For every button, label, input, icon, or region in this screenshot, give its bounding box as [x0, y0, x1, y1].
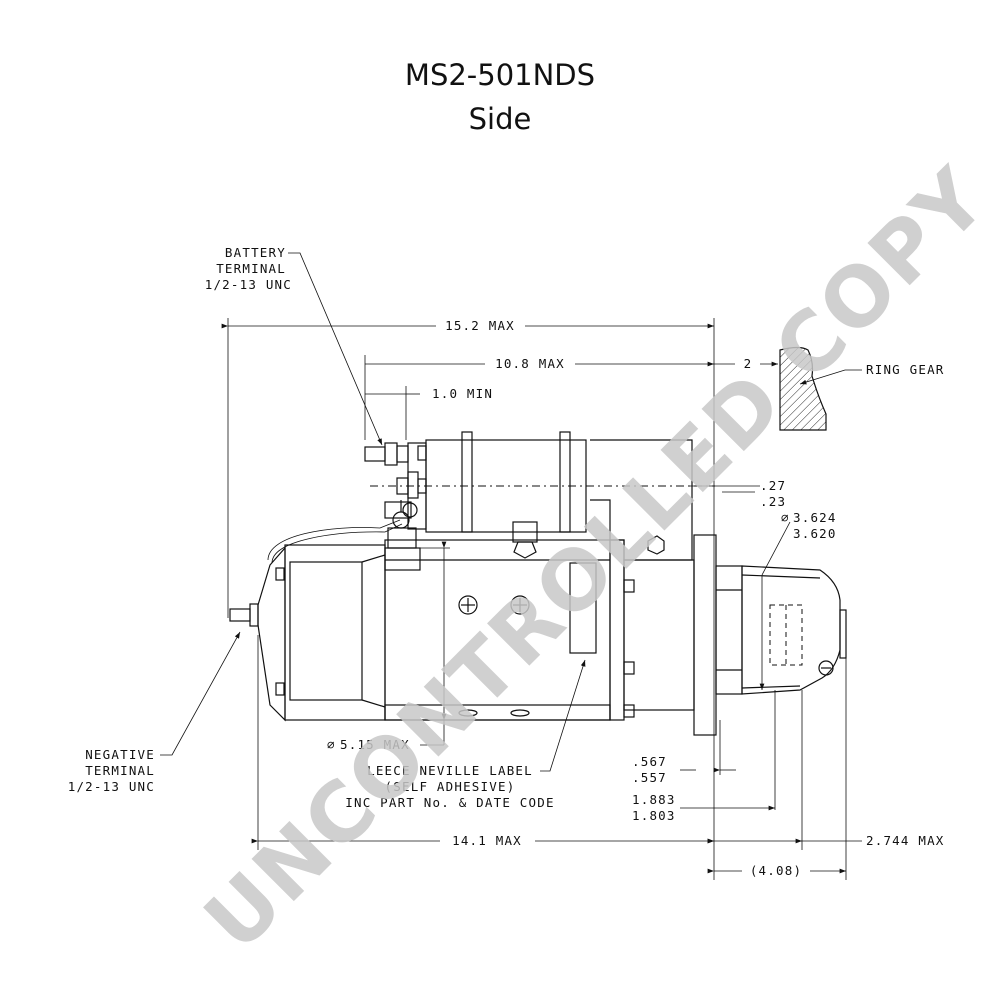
dim-solenoid-max: 10.8 MAX — [495, 356, 565, 371]
ring-gear-label: RING GEAR — [866, 362, 945, 377]
dim-overall-max: 15.2 MAX — [445, 318, 515, 333]
leece-label-2: (SELF ADHESIVE) — [385, 779, 516, 794]
leece-label-1: LEECE NEVILLE LABEL — [367, 763, 533, 778]
battery-terminal-label-3: 1/2-13 UNC — [205, 277, 292, 292]
dim-dia-max: 5.15 MAX — [340, 737, 410, 752]
dim-flange-tol-upper: .27 — [760, 478, 786, 493]
dim-body-max: 14.1 MAX — [452, 833, 522, 848]
leader-lines — [160, 252, 862, 772]
negative-terminal-label-1: NEGATIVE — [85, 747, 155, 762]
dim-min: 1.0 MIN — [432, 386, 493, 401]
dim-nose-ref: (4.08) — [750, 863, 802, 878]
negative-terminal-label-2: TERMINAL — [85, 763, 155, 778]
leece-label-3: INC PART No. & DATE CODE — [345, 795, 554, 810]
dim-dia-max-symbol: ⌀ — [327, 737, 336, 752]
callout-labels: BATTERY TERMINAL 1/2-13 UNC NEGATIVE TER… — [68, 245, 945, 810]
dim-pinion-tol-upper: .567 — [632, 754, 667, 769]
dim-nose-max: 2.744 MAX — [866, 833, 945, 848]
dim-pilot-dia-lower: 3.620 — [793, 526, 837, 541]
dim-pilot-dia-symbol: ⌀ — [781, 510, 790, 525]
drawing-subtitle: Side — [468, 102, 532, 136]
ring-gear[interactable] — [779, 346, 827, 431]
solenoid — [364, 431, 715, 533]
negative-terminal-label-3: 1/2-13 UNC — [68, 779, 155, 794]
dim-ring-gap: 2 — [744, 356, 753, 371]
dim-pinion-tol-lower: .557 — [632, 770, 667, 785]
dim-pinion-ext-upper: 1.883 — [632, 792, 676, 807]
battery-terminal-label-2: TERMINAL — [216, 261, 286, 276]
dim-flange-tol-lower: .23 — [760, 494, 786, 509]
dimension-lines — [221, 318, 862, 880]
dimension-texts: 15.2 MAX 10.8 MAX 1.0 MIN 2 .27 .23 ⌀ 3.… — [327, 318, 945, 878]
dim-pilot-dia-upper: 3.624 — [793, 510, 837, 525]
dim-pinion-ext-lower: 1.803 — [632, 808, 676, 823]
drawing-title: MS2-501NDS — [404, 58, 596, 92]
battery-terminal-label-1: BATTERY — [225, 245, 286, 260]
